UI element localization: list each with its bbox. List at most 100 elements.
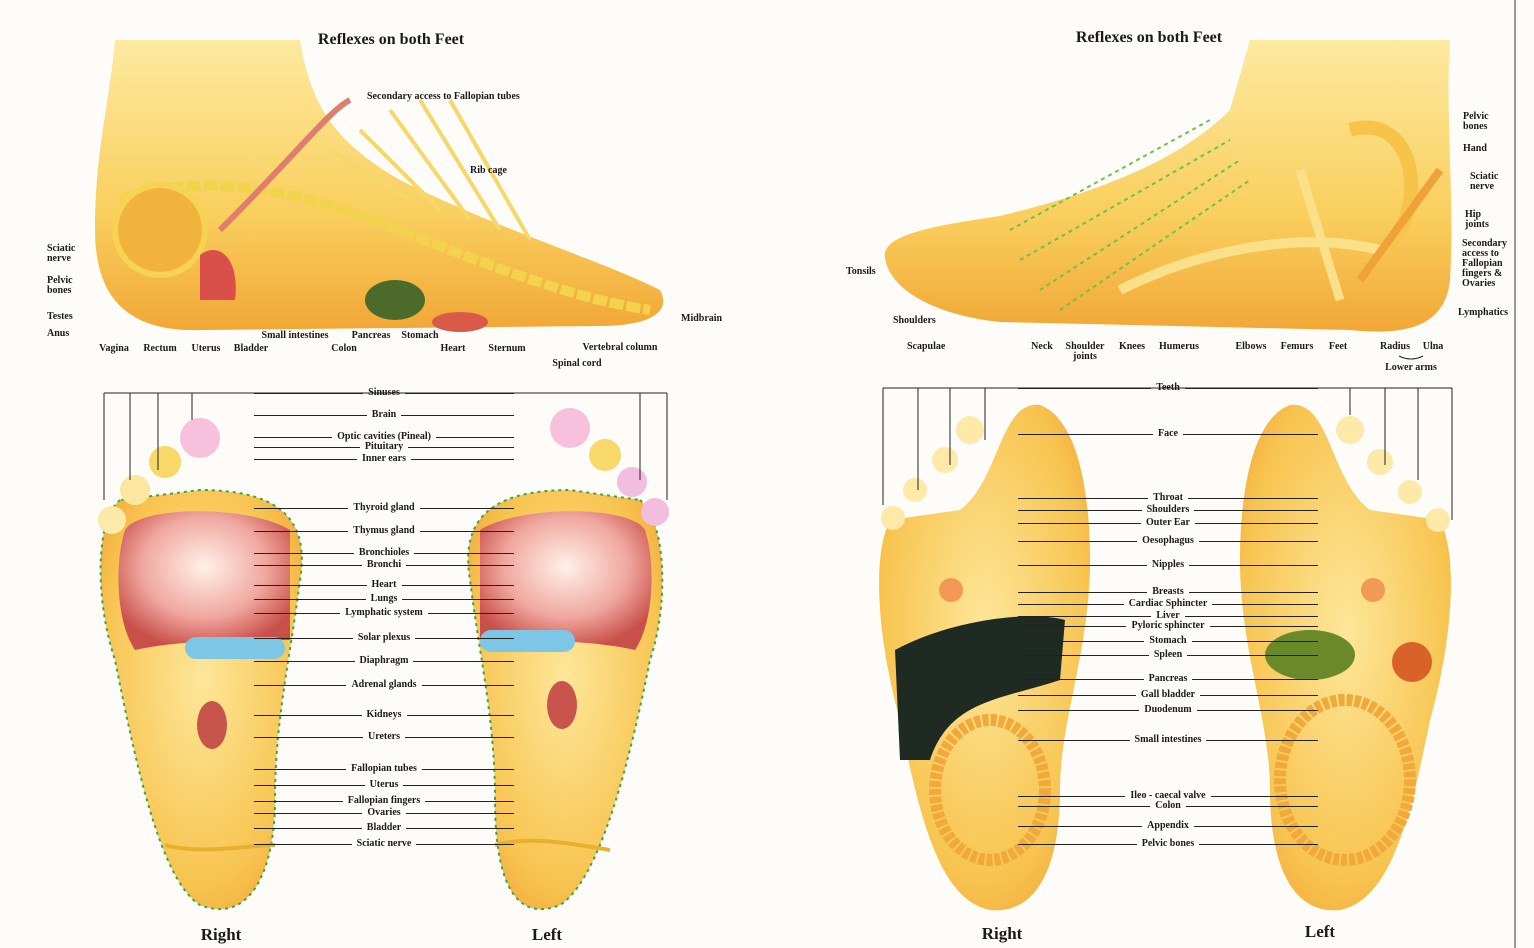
organ-label: Adrenal glands bbox=[254, 680, 514, 690]
organ-label-text: Duodenum bbox=[1144, 704, 1192, 715]
organ-label: Outer Ear bbox=[1018, 518, 1318, 528]
organ-label-text: Solar plexus bbox=[357, 632, 411, 643]
sole-right-foot-organs bbox=[98, 418, 303, 911]
caption-left-foot-body: Left bbox=[1304, 922, 1336, 941]
organ-label: Breasts bbox=[1018, 587, 1318, 597]
label-knees: Knees bbox=[1118, 341, 1146, 352]
organ-label: Inner ears bbox=[254, 454, 514, 464]
organ-label: Pituitary bbox=[254, 442, 514, 452]
organ-label: Colon bbox=[1018, 801, 1318, 811]
organ-label: Kidneys bbox=[254, 710, 514, 720]
organ-label-text: Heart bbox=[371, 579, 397, 590]
organ-label: Sciatic nerve bbox=[254, 839, 514, 849]
organ-label-text: Diaphragm bbox=[359, 655, 409, 666]
label-tonsils: Tonsils bbox=[846, 266, 876, 277]
organ-label-text: Pelvic bones bbox=[1141, 838, 1195, 849]
organ-label: Shoulders bbox=[1018, 505, 1318, 515]
organ-label: Ovaries bbox=[254, 808, 514, 818]
organ-label: Bladder bbox=[254, 823, 514, 833]
caption-left-foot-organs: Left bbox=[531, 925, 563, 944]
organ-label: Thyroid gland bbox=[254, 503, 514, 513]
organ-label: Heart bbox=[254, 580, 514, 590]
organ-label-text: Teeth bbox=[1156, 382, 1180, 393]
organ-label-text: Nipples bbox=[1151, 559, 1185, 570]
organ-label: Spleen bbox=[1018, 650, 1318, 660]
organ-label-text: Adrenal glands bbox=[351, 679, 417, 690]
label-secondary-fallopian: Secondary access to Fallopian tubes bbox=[367, 91, 520, 102]
label-neck: Neck bbox=[1031, 341, 1053, 352]
organ-label-text: Lungs bbox=[370, 593, 398, 604]
organ-label: Nipples bbox=[1018, 560, 1318, 570]
organ-label: Oesophagus bbox=[1018, 536, 1318, 546]
organ-label: Pyloric sphincter bbox=[1018, 621, 1318, 631]
organ-label-text: Optic cavities (Pineal) bbox=[337, 431, 431, 442]
outer-side-foot bbox=[884, 40, 1452, 332]
label-femurs: Femurs bbox=[1280, 341, 1314, 352]
label-colon: Colon bbox=[331, 343, 357, 354]
organ-label-text: Pituitary bbox=[364, 441, 404, 452]
organ-label-text: Sciatic nerve bbox=[356, 838, 412, 849]
organ-label-text: Shoulders bbox=[1146, 504, 1190, 515]
organ-label: Lymphatic system bbox=[254, 608, 514, 618]
label-sciatic-nerve-outer: Sciatic nerve bbox=[1470, 171, 1499, 192]
organ-label: Sinuses bbox=[254, 388, 514, 398]
organ-label-text: Pyloric sphincter bbox=[1131, 620, 1205, 631]
label-pancreas: Pancreas bbox=[351, 330, 391, 341]
organ-label: Thymus gland bbox=[254, 526, 514, 536]
label-feet: Feet bbox=[1328, 341, 1348, 352]
label-heart: Heart bbox=[440, 343, 466, 354]
label-sternum: Sternum bbox=[488, 343, 526, 354]
organ-label-text: Lymphatic system bbox=[345, 607, 423, 618]
organ-label-text: Breasts bbox=[1152, 586, 1184, 597]
label-vertebral-column: Vertebral column bbox=[582, 342, 658, 353]
organ-label: Lungs bbox=[254, 594, 514, 604]
organ-label: Duodenum bbox=[1018, 705, 1318, 715]
title-outer-side: Reflexes on both Feet bbox=[1075, 29, 1223, 46]
organ-label: Uterus bbox=[254, 780, 514, 790]
organ-label-text: Colon bbox=[1155, 800, 1181, 811]
organ-label-text: Inner ears bbox=[362, 453, 406, 464]
organ-label-text: Liver bbox=[1156, 610, 1180, 621]
label-vagina: Vagina bbox=[99, 343, 129, 354]
organ-label-text: Sinuses bbox=[368, 387, 400, 398]
label-stomach: Stomach bbox=[401, 330, 439, 341]
inner-side-foot bbox=[95, 40, 664, 332]
organ-label-text: Cardiac Sphincter bbox=[1128, 598, 1208, 609]
label-lower-arms: Lower arms bbox=[1385, 362, 1437, 373]
organ-label: Solar plexus bbox=[254, 633, 514, 643]
lower-arms-brace bbox=[1398, 355, 1424, 360]
label-shoulders: Shoulders bbox=[893, 315, 936, 326]
title-inner-side: Reflexes on both Feet bbox=[317, 31, 465, 48]
organ-label: Fallopian fingers bbox=[254, 796, 514, 806]
organ-label-text: Thyroid gland bbox=[353, 502, 415, 513]
label-spinal-cord: Spinal cord bbox=[552, 358, 602, 369]
organ-label: Optic cavities (Pineal) bbox=[254, 432, 514, 442]
label-testes: Testes bbox=[47, 311, 73, 322]
organ-label-text: Throat bbox=[1153, 492, 1183, 503]
organ-label-text: Ovaries bbox=[367, 807, 401, 818]
organ-label: Throat bbox=[1018, 493, 1318, 503]
label-small-intestines: Small intestines bbox=[261, 330, 329, 341]
organ-label: Stomach bbox=[1018, 636, 1318, 646]
organ-label: Liver bbox=[1018, 611, 1318, 621]
organ-label: Pancreas bbox=[1018, 674, 1318, 684]
organ-label-text: Face bbox=[1158, 428, 1178, 439]
organ-label: Small intestines bbox=[1018, 735, 1318, 745]
organ-label-text: Pancreas bbox=[1148, 673, 1188, 684]
caption-right-foot-body: Right bbox=[981, 924, 1023, 943]
label-pelvic-bones: Pelvic bones bbox=[47, 275, 73, 296]
organ-label-text: Bronchi bbox=[366, 559, 402, 570]
organ-label: Ureters bbox=[254, 732, 514, 742]
organ-label-text: Ileo - caecal valve bbox=[1130, 790, 1206, 801]
label-uterus: Uterus bbox=[191, 343, 221, 354]
sole-left-foot-organs bbox=[467, 408, 669, 911]
organ-label: Ileo - caecal valve bbox=[1018, 791, 1318, 801]
organ-label-text: Spleen bbox=[1153, 649, 1183, 660]
organ-label-text: Uterus bbox=[369, 779, 399, 790]
label-hand: Hand bbox=[1463, 143, 1487, 154]
organ-label-text: Thymus gland bbox=[353, 525, 415, 536]
organ-label-text: Brain bbox=[371, 409, 397, 420]
label-secondary-access: Secondary access to Fallopian fingers & … bbox=[1462, 238, 1507, 289]
